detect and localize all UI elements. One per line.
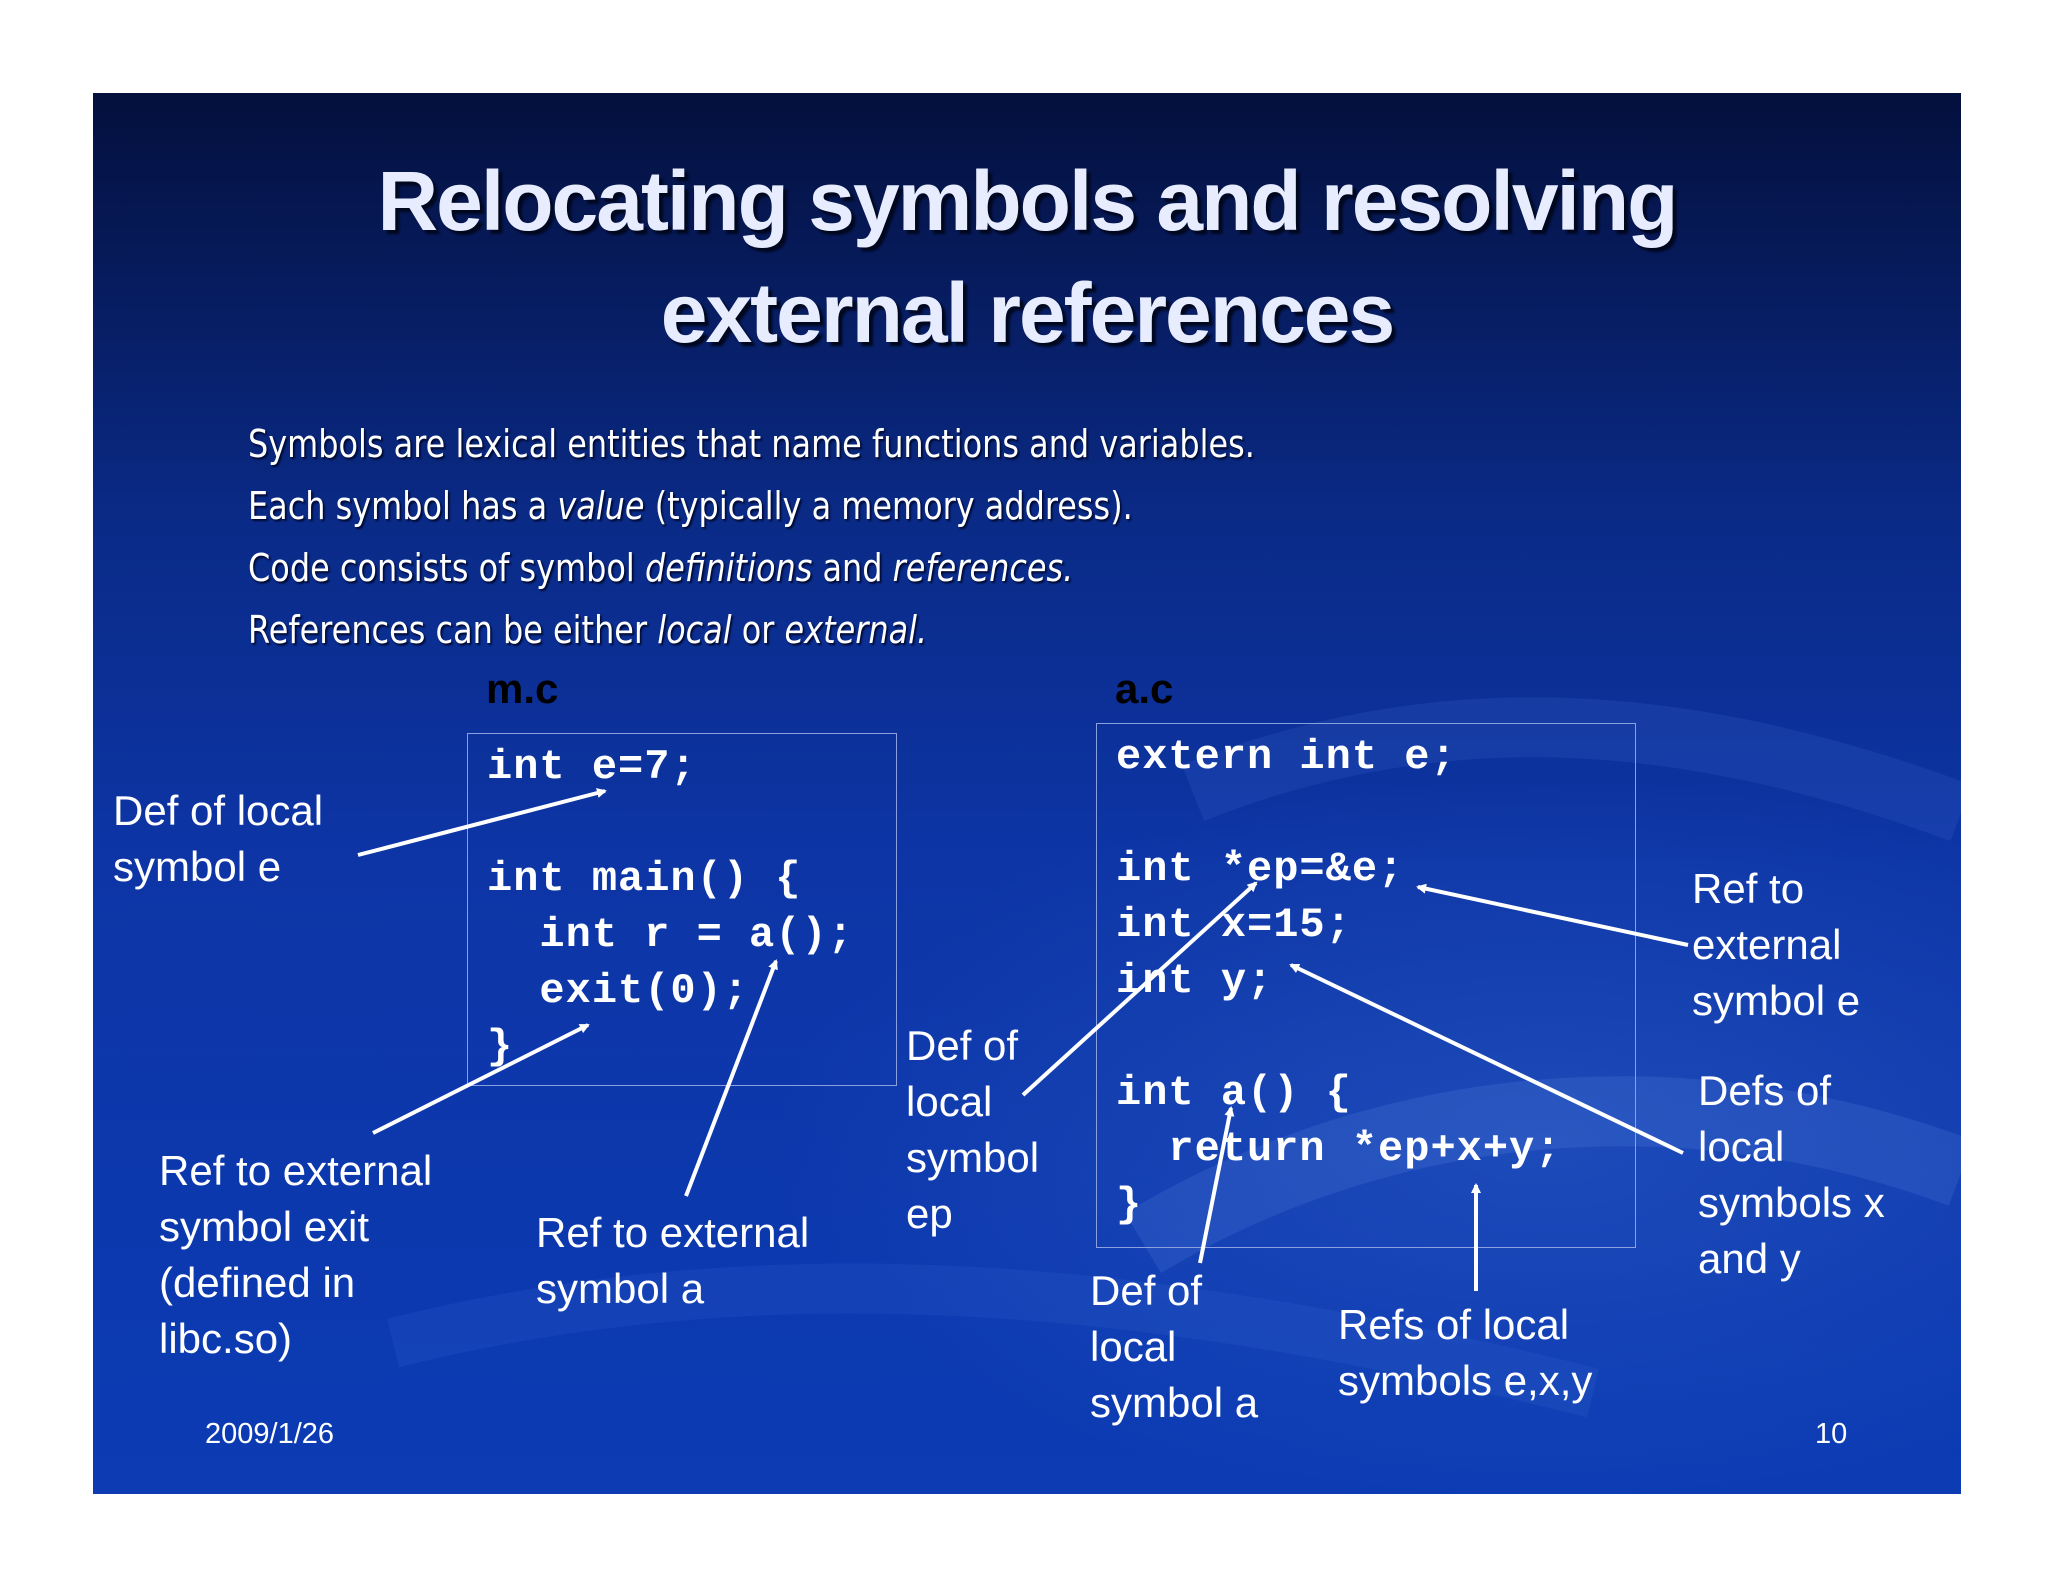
bullet-emphasis: references. — [892, 546, 1074, 590]
bullet-text: and — [812, 546, 893, 590]
mc-code-box — [467, 733, 897, 1086]
slide: Relocating symbols and resolving externa… — [93, 93, 1961, 1494]
annotation-line: local — [1090, 1323, 1177, 1370]
annotation-line: Ref to external — [536, 1209, 810, 1256]
bullet-item-3: Code consists of symbol definitions and … — [248, 537, 1424, 599]
annotation-ref-ext-exit: Ref to external symbol exit (defined in … — [159, 1143, 432, 1367]
mc-code-line: int e=7; — [487, 743, 697, 791]
bullet-emphasis: value — [557, 484, 645, 528]
annotation-ref-ext-a: Ref to external symbol a — [536, 1205, 809, 1317]
ac-code-line: int x=15; — [1116, 901, 1352, 949]
annotation-line: Ref to external — [159, 1147, 433, 1194]
annotation-line: symbol exit — [159, 1203, 370, 1250]
bullet-text: (typically a memory address). — [644, 484, 1133, 528]
annotation-line: local — [1698, 1123, 1785, 1170]
annotation-line: Refs of local — [1338, 1301, 1570, 1348]
title-line-2: external references — [660, 266, 1395, 360]
mc-code-line: exit(0); — [487, 967, 750, 1015]
bullet-text: Code consists of symbol — [248, 546, 645, 590]
annotation-line: symbols e,x,y — [1338, 1357, 1593, 1404]
bullet-item-4: References can be either local or extern… — [248, 599, 1424, 661]
annotation-line: (defined in — [159, 1259, 356, 1306]
annotation-line: external — [1692, 921, 1842, 968]
annotation-line: Ref to — [1692, 865, 1805, 912]
annotation-line: libc.so) — [159, 1315, 293, 1362]
bullet-emphasis: external. — [784, 608, 928, 652]
bullet-emphasis: definitions — [644, 546, 813, 590]
annotation-line: local — [906, 1078, 993, 1125]
annotation-line: symbol a — [1090, 1379, 1259, 1426]
ac-code-line: extern int e; — [1116, 733, 1457, 781]
annotation-defs-local-xy: Defs of local symbols x and y — [1698, 1063, 1885, 1287]
ac-code-line: return *ep+x+y; — [1116, 1125, 1562, 1173]
mc-code-line: } — [487, 1023, 514, 1071]
title-line-1: Relocating symbols and resolving — [377, 154, 1679, 248]
bullet-list: Symbols are lexical entities that name f… — [248, 413, 1424, 661]
mc-code-line: int r = a(); — [487, 911, 854, 959]
annotation-line: Def of — [1090, 1267, 1203, 1314]
annotation-line: symbol a — [536, 1265, 705, 1312]
annotation-line: Def of local — [113, 787, 324, 834]
annotation-line: symbols x — [1698, 1179, 1885, 1226]
bullet-item-1: Symbols are lexical entities that name f… — [248, 413, 1424, 475]
slide-title: Relocating symbols and resolving externa… — [93, 145, 1961, 369]
ac-code-line: int a() { — [1116, 1069, 1352, 1117]
bullet-emphasis: local — [657, 608, 732, 652]
annotation-line: and y — [1698, 1235, 1801, 1282]
ac-file-label: a.c — [1115, 665, 1174, 712]
annotation-line: Defs of — [1698, 1067, 1832, 1114]
annotation-def-local-a: Def of local symbol a — [1090, 1263, 1258, 1431]
bullet-text: Symbols are lexical entities that name f… — [248, 422, 1255, 466]
annotation-line: symbol — [906, 1134, 1040, 1181]
bullet-item-2: Each symbol has a value (typically a mem… — [248, 475, 1424, 537]
ac-code-line: } — [1116, 1181, 1143, 1229]
mc-file-label: m.c — [486, 665, 559, 712]
ac-code-line: int *ep=&e; — [1116, 845, 1405, 893]
annotation-ref-ext-e: Ref to external symbol e — [1692, 861, 1860, 1029]
footer-page-number: 10 — [1815, 1418, 1848, 1450]
bullet-text: or — [731, 608, 785, 652]
annotation-def-local-ep: Def of local symbol ep — [906, 1018, 1039, 1242]
annotation-line: symbol e — [113, 843, 282, 890]
ac-code-line: int y; — [1116, 957, 1274, 1005]
annotation-def-local-e: Def of local symbol e — [113, 783, 323, 895]
annotation-refs-local-exy: Refs of local symbols e,x,y — [1338, 1297, 1592, 1409]
annotation-line: ep — [906, 1190, 953, 1237]
footer-date: 2009/1/26 — [205, 1418, 335, 1450]
annotation-line: symbol e — [1692, 977, 1861, 1024]
mc-code-line: int main() { — [487, 855, 802, 903]
bullet-text: References can be either — [248, 608, 658, 652]
annotation-line: Def of — [906, 1022, 1019, 1069]
bullet-text: Each symbol has a — [248, 484, 558, 528]
